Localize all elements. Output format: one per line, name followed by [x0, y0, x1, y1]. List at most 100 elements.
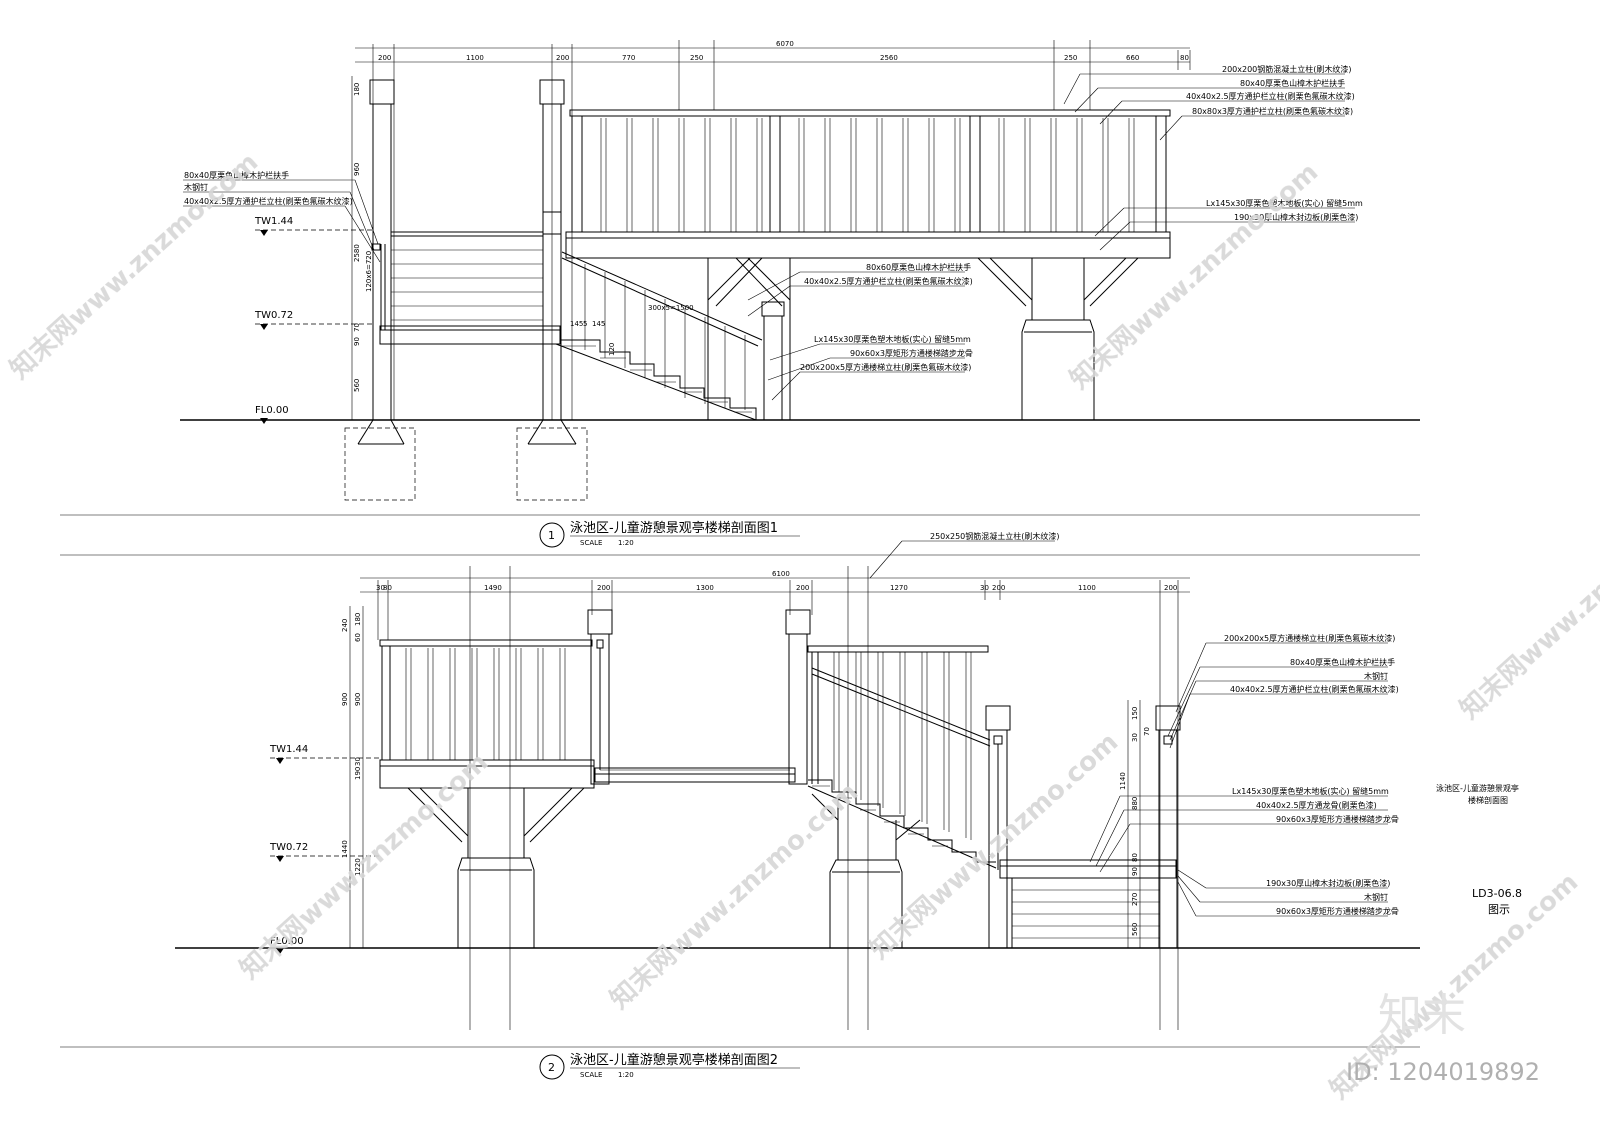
watermark-logo: 知末: [1378, 990, 1466, 1041]
svg-text:145: 145: [570, 320, 583, 328]
svg-text:145: 145: [592, 320, 605, 328]
svg-text:30: 30: [980, 584, 989, 592]
dim-1-200b: 200: [556, 54, 569, 62]
svg-text:1300: 1300: [696, 584, 714, 592]
main-railing-1: [565, 109, 1171, 259]
section-1-number: 1: [548, 529, 555, 542]
left-platform-2: [379, 639, 595, 949]
svg-text:70: 70: [1143, 727, 1151, 736]
svg-text:200: 200: [796, 584, 809, 592]
dim-1-total: 6070: [776, 40, 794, 48]
leaders-right-1: [1063, 73, 1355, 251]
right-platform-2: [985, 705, 1181, 949]
svg-text:1490: 1490: [484, 584, 502, 592]
svg-text:120x6=720: 120x6=720: [365, 251, 373, 292]
svg-text:40x40x2.5厚方通护栏立柱(刷栗色氟碳木纹漆): 40x40x2.5厚方通护栏立柱(刷栗色氟碳木纹漆): [184, 196, 353, 206]
svg-text:知末网www.znzmo.com: 知末网www.znzmo.com: [235, 747, 495, 985]
labels-right-1: 200x200钢筋混凝土立柱(刷木纹漆) 80x40厚栗色山樟木护栏扶手 40x…: [1186, 64, 1363, 222]
svg-text:FL0.00: FL0.00: [255, 405, 289, 416]
svg-text:SCALE: SCALE: [580, 1071, 602, 1079]
svg-text:200: 200: [1164, 584, 1177, 592]
sheet-note: 图示: [1488, 903, 1510, 916]
svg-text:270: 270: [1131, 893, 1139, 906]
label-concrete-column: 200x200钢筋混凝土立柱(刷木纹漆): [1222, 64, 1352, 74]
labels-left-1: 80x40厚栗色山樟木护栏扶手 木钢钉 40x40x2.5厚方通护栏立柱(刷栗色…: [184, 170, 353, 206]
section-1-badge: [539, 522, 565, 548]
labels-right-2: 200x200x5厚方通楼梯立柱(刷栗色氟碳木纹漆) 80x40厚栗色山樟木护栏…: [1224, 633, 1399, 916]
svg-text:TW0.72: TW0.72: [254, 310, 293, 321]
svg-text:90x60x3厚矩形方通楼梯踏步龙骨: 90x60x3厚矩形方通楼梯踏步龙骨: [1276, 814, 1399, 824]
upper-deck-left: [371, 231, 561, 345]
sheet-title-line-1: 泳池区-儿童游憩景观亭: [1436, 783, 1519, 793]
dim-1-250b: 250: [1064, 54, 1077, 62]
svg-text:150: 150: [1131, 707, 1139, 720]
svg-text:40x40x2.5厚方通龙骨(刷栗色漆): 40x40x2.5厚方通龙骨(刷栗色漆): [1256, 800, 1377, 810]
svg-text:Lx145x30厚栗色塑木地板(实心) 留缝5mm: Lx145x30厚栗色塑木地板(实心) 留缝5mm: [1232, 786, 1389, 796]
svg-text:80x60厚栗色山樟木护栏扶手: 80x60厚栗色山樟木护栏扶手: [866, 262, 971, 272]
svg-text:180: 180: [354, 613, 362, 626]
svg-text:1140: 1140: [1119, 772, 1127, 790]
labels-stair-1: 80x60厚栗色山樟木护栏扶手 40x40x2.5厚方通护栏立柱(刷栗色氟碳木纹…: [800, 262, 973, 372]
title-block: 泳池区-儿童游憩景观亭 楼梯剖面图 LD3-06.8 图示: [1436, 783, 1522, 916]
svg-text:90x60x3厚矩形方通楼梯踏步龙骨: 90x60x3厚矩形方通楼梯踏步龙骨: [1276, 906, 1399, 916]
leaders-left-1: [183, 179, 381, 263]
label-rail-post-80: 80x80x3厚方通护栏立柱(刷栗色氟碳木纹漆): [1192, 106, 1353, 116]
svg-text:30: 30: [1131, 733, 1139, 742]
sheet-title-line-2: 楼梯剖面图: [1468, 795, 1508, 805]
label-250-column: 250x250钢筋混凝土立柱(刷木纹漆): [930, 531, 1060, 541]
section-2-title: 泳池区-儿童游憩景观亭楼梯剖面图2: [570, 1052, 778, 1068]
label-edge-board: 190x30厚山樟木封边板(刷栗色漆): [1234, 212, 1358, 222]
svg-text:40x40x2.5厚方通护栏立柱(刷栗色氟碳木纹漆): 40x40x2.5厚方通护栏立柱(刷栗色氟碳木纹漆): [1230, 684, 1399, 694]
svg-text:80: 80: [1131, 853, 1139, 862]
section-2-badge: [539, 1054, 565, 1080]
label-rail-post: 40x40x2.5厚方通护栏立柱(刷栗色氟碳木纹漆): [1186, 91, 1355, 101]
level-markers-1: TW1.44 TW0.72 FL0.00: [254, 216, 372, 424]
stair-2: [807, 645, 997, 949]
svg-text:知末网www.znzmo.com: 知末网www.znzmo.com: [605, 777, 865, 1015]
section-2: 30 80 1490 200 1300 200 1270 30 200 1100…: [60, 531, 1420, 1080]
svg-text:木钢钉: 木钢钉: [184, 182, 208, 192]
svg-text:1:20: 1:20: [618, 1071, 634, 1079]
dim-1-1100: 1100: [466, 54, 484, 62]
dim-right-2: 150 30 70 1140 880 80 90 270 560: [1119, 707, 1151, 936]
svg-text:80: 80: [383, 584, 392, 592]
svg-text:560: 560: [1131, 923, 1139, 936]
svg-text:知末网www.znzmo.com: 知末网www.znzmo.com: [1455, 487, 1600, 725]
svg-text:1100: 1100: [1078, 584, 1096, 592]
dim-1-660: 660: [1126, 54, 1139, 62]
dim-left-1: 180 960 2580 120x6=720 90 70 560: [353, 83, 373, 392]
dim-1-250a: 250: [690, 54, 703, 62]
level-markers-2: TW1.44 TW0.72 FL0.00: [269, 744, 380, 954]
supports-1: [707, 257, 1139, 421]
stair-dims-1: 300x5=1500 145 5 145 120: [570, 304, 694, 356]
svg-text:5: 5: [583, 320, 587, 328]
svg-text:30: 30: [354, 757, 362, 766]
svg-text:30: 30: [376, 584, 385, 592]
svg-text:40x40x2.5厚方通护栏立柱(刷栗色氟碳木纹漆): 40x40x2.5厚方通护栏立柱(刷栗色氟碳木纹漆): [804, 276, 973, 286]
dim-text-top-2: 30 80 1490 200 1300 200 1270 30 200 1100…: [376, 570, 1177, 592]
label-floor-board: Lx145x30厚栗色塑木地板(实心) 留缝5mm: [1206, 198, 1363, 208]
svg-text:200: 200: [992, 584, 1005, 592]
svg-text:90: 90: [353, 337, 361, 346]
dim-1-2560: 2560: [880, 54, 898, 62]
dim-left-2: 240 180 60 900 900 190 30 1440 1220: [341, 613, 362, 876]
svg-text:240: 240: [341, 619, 349, 632]
svg-text:80x40厚栗色山樟木护栏扶手: 80x40厚栗色山樟木护栏扶手: [1290, 657, 1395, 667]
svg-text:190x30厚山樟木封边板(刷栗色漆): 190x30厚山樟木封边板(刷栗色漆): [1266, 878, 1390, 888]
svg-text:SCALE: SCALE: [580, 539, 602, 547]
stair-1: [555, 251, 785, 421]
svg-text:900: 900: [341, 693, 349, 706]
svg-text:TW1.44: TW1.44: [269, 744, 308, 755]
svg-text:1440: 1440: [341, 840, 349, 858]
section-2-number: 2: [548, 1061, 555, 1074]
svg-text:1:20: 1:20: [618, 539, 634, 547]
sheet-number: LD3-06.8: [1472, 887, 1522, 900]
label-handrail: 80x40厚栗色山樟木护栏扶手: [1240, 78, 1345, 88]
svg-text:120: 120: [608, 343, 616, 356]
svg-text:80x40厚栗色山樟木护栏扶手: 80x40厚栗色山樟木护栏扶手: [184, 170, 289, 180]
svg-text:70: 70: [353, 323, 361, 332]
svg-text:960: 960: [353, 163, 361, 176]
dim-1-200a: 200: [378, 54, 391, 62]
leaders-stair-1: [747, 271, 965, 401]
watermark-layer: 知末网www.znzmo.com 知末网www.znzmo.com 知末网www…: [5, 147, 1600, 1105]
